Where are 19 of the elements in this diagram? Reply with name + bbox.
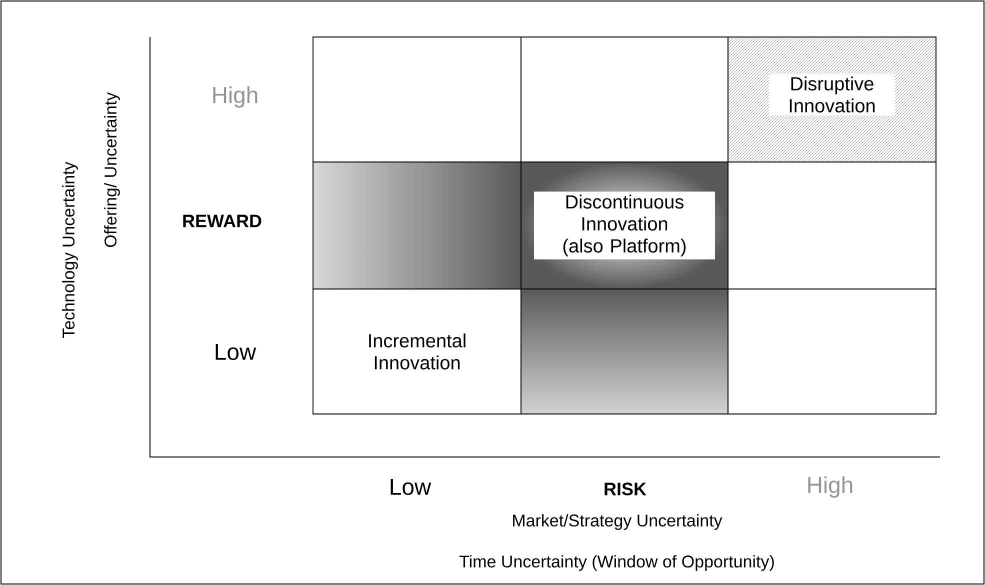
axis-title: REWARD xyxy=(183,214,262,228)
quadrant-cell: Discontinuous Innovation (also Platform) xyxy=(520,162,728,290)
quadrant-cell xyxy=(312,162,522,290)
quadrant-cell xyxy=(728,288,936,414)
quadrant-cell: Incremental Innovation xyxy=(312,288,522,414)
scale-label: High xyxy=(213,86,258,108)
quadrant-cell xyxy=(520,36,728,162)
scale-label: Low xyxy=(390,478,432,495)
quadrant-cell: Disruptive Innovation xyxy=(728,36,936,162)
quadrant-cell xyxy=(520,288,728,414)
scale-label: Low xyxy=(216,344,256,360)
axis-title: Time Uncertainty (Window of Opportunity) xyxy=(459,555,774,571)
axis-title: Offering/ Uncertainty xyxy=(104,92,120,247)
quadrant-cell xyxy=(312,36,522,162)
quadrant-cell xyxy=(728,162,936,290)
axis-title: Market/Strategy Uncertainty xyxy=(513,514,722,530)
axis-title: RISK xyxy=(604,482,646,496)
scale-label: High xyxy=(808,476,852,498)
axis-title: Technology Uncertainty xyxy=(62,162,78,338)
